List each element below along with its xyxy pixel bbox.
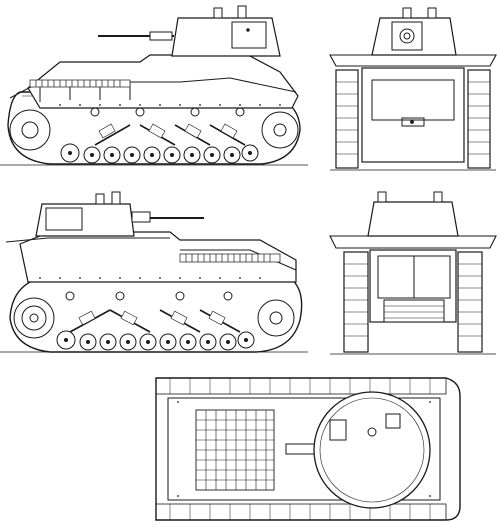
- front-view: [329, 7, 497, 171]
- rear-view: [329, 191, 497, 355]
- side-view-left: [0, 5, 308, 166]
- side-view-right: [0, 191, 308, 353]
- top-view: [155, 377, 461, 521]
